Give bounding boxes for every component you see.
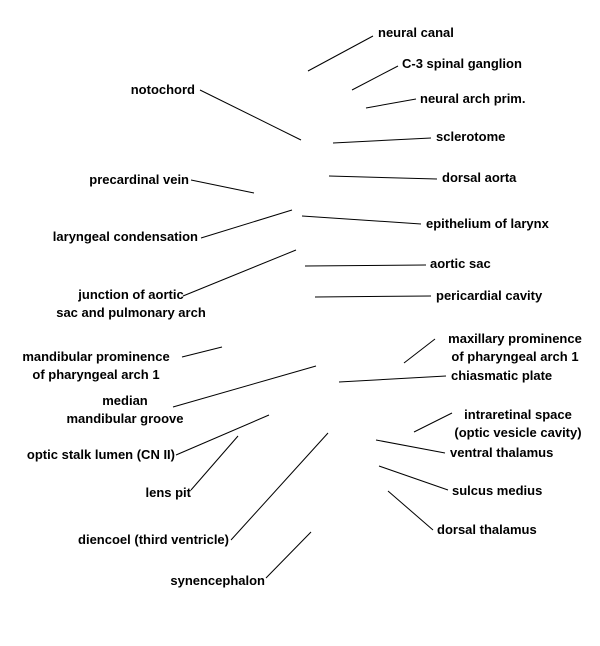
- label-neural-canal: neural canal: [378, 25, 454, 40]
- leader-ventral-thalamus: [375, 439, 446, 454]
- label-optic-stalk-lumen: optic stalk lumen (CN II): [26, 447, 175, 462]
- leader-pericardial-cavity: [314, 295, 432, 298]
- label-dorsal-thalamus: dorsal thalamus: [437, 522, 537, 537]
- label-mandibular-line-2: of pharyngeal arch 1: [32, 367, 160, 382]
- label-median-line-1: median: [102, 393, 148, 408]
- label-aortic-sac: aortic sac: [430, 256, 491, 271]
- label-junction-line-1: junction of aortic: [78, 287, 184, 302]
- label-diencoel: diencoel (third ventricle): [78, 532, 229, 547]
- label-junction-line-2: sac and pulmonary arch: [56, 305, 206, 320]
- label-ventral-thalamus: ventral thalamus: [450, 445, 554, 460]
- label-median-mandibular-groove: median mandibular groove: [45, 392, 205, 428]
- leader-mandibular-prominence: [181, 346, 223, 358]
- leader-sulcus-medius: [378, 465, 449, 491]
- leader-aortic-sac: [304, 264, 427, 267]
- label-intraretinal-line-1: intraretinal space: [464, 407, 572, 422]
- label-median-line-2: mandibular groove: [66, 411, 184, 426]
- label-pericardial-cavity: pericardial cavity: [436, 288, 543, 303]
- leader-laryngeal-condensation: [200, 209, 293, 239]
- label-maxillary-line-2: of pharyngeal arch 1: [451, 349, 579, 364]
- leader-optic-stalk-lumen: [175, 414, 270, 456]
- leader-intraretinal-space: [413, 412, 453, 433]
- label-precardinal-vein: precardinal vein: [89, 172, 189, 187]
- leader-neural-arch-prim: [365, 98, 417, 109]
- leader-precardinal-vein: [190, 179, 255, 194]
- leader-notochord: [199, 89, 302, 141]
- leader-chiasmatic-plate: [338, 375, 447, 383]
- leader-dorsal-aorta: [328, 175, 438, 180]
- label-junction-of-aortic-sac: junction of aortic sac and pulmonary arc…: [31, 286, 231, 322]
- label-dorsal-aorta: dorsal aorta: [442, 170, 517, 185]
- label-c3-spinal-ganglion: C-3 spinal ganglion: [402, 56, 522, 71]
- leader-junction-aortic-sac: [182, 249, 297, 297]
- leader-dorsal-thalamus: [387, 490, 434, 531]
- label-lens-pit: lens pit: [145, 485, 191, 500]
- label-chiasmatic-plate: chiasmatic plate: [451, 368, 553, 383]
- label-maxillary-prominence: maxillary prominence of pharyngeal arch …: [426, 330, 600, 366]
- leader-epithelium-of-larynx: [301, 215, 422, 225]
- label-synencephalon: synencephalon: [170, 573, 265, 588]
- leader-lens-pit: [190, 435, 239, 491]
- leader-maxillary-prominence: [403, 338, 436, 364]
- label-maxillary-line-1: maxillary prominence: [448, 331, 582, 346]
- label-notochord: notochord: [130, 82, 195, 97]
- label-epithelium-of-larynx: epithelium of larynx: [426, 216, 549, 231]
- leader-sclerotome: [332, 137, 432, 144]
- leader-diencoel: [230, 432, 329, 541]
- label-sclerotome: sclerotome: [436, 129, 506, 144]
- label-sulcus-medius: sulcus medius: [452, 483, 543, 498]
- leader-c3-spinal-ganglion: [351, 65, 399, 91]
- label-intraretinal-line-2: (optic vesicle cavity): [454, 425, 582, 440]
- label-mandibular-prominence: mandibular prominence of pharyngeal arch…: [4, 348, 188, 384]
- label-laryngeal-condensation: laryngeal condensation: [52, 229, 198, 244]
- leader-neural-canal: [307, 35, 374, 72]
- leader-synencephalon: [265, 531, 312, 579]
- label-mandibular-line-1: mandibular prominence: [22, 349, 170, 364]
- label-intraretinal-space: intraretinal space (optic vesicle cavity…: [440, 406, 596, 442]
- leader-median-mandibular-groove: [172, 365, 317, 408]
- label-neural-arch-prim: neural arch prim.: [420, 91, 526, 106]
